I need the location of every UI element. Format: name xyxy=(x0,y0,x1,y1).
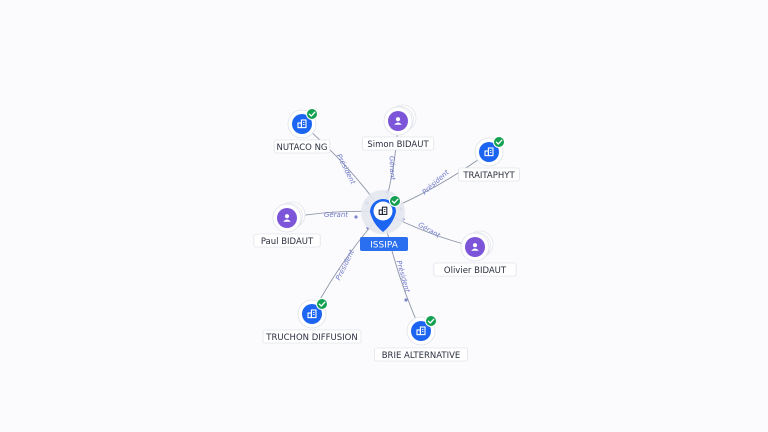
verified-check-icon xyxy=(316,298,328,310)
node-label-traitaphyt: TRAITAPHYT xyxy=(458,167,520,182)
center-label: ISSIPA xyxy=(360,237,408,251)
node-center-issipa[interactable] xyxy=(361,190,405,234)
node-label-brie-alternative-text: BRIE ALTERNATIVE xyxy=(382,351,461,361)
nodes-layer: NUTACO NG Simon BIDAUT TRAITAPHYT Paul BIDA… xyxy=(253,104,520,362)
node-label-simon-bidaut: Simon BIDAUT xyxy=(361,136,435,151)
person-icon xyxy=(283,214,291,222)
verified-check-icon xyxy=(306,108,318,120)
node-label-traitaphyt-text: TRAITAPHYT xyxy=(462,171,515,181)
node-olivier-bidaut[interactable] xyxy=(460,230,494,262)
node-label-nutaco-ng: NUTACO NG xyxy=(273,139,331,154)
building-icon xyxy=(378,206,388,215)
edge-arrow xyxy=(354,215,358,219)
node-label-olivier-bidaut-text: Olivier BIDAUT xyxy=(444,266,507,276)
node-label-olivier-bidaut: Olivier BIDAUT xyxy=(433,262,517,277)
node-label-brie-alternative: BRIE ALTERNATIVE xyxy=(374,347,468,362)
edge-label-paul-bidaut: Gérant xyxy=(324,211,348,219)
building-icon xyxy=(416,326,426,336)
node-label-nutaco-ng-text: NUTACO NG xyxy=(276,143,327,153)
person-icon xyxy=(471,243,479,251)
building-icon xyxy=(484,147,494,157)
verified-check-icon xyxy=(425,315,437,327)
edge-arrow xyxy=(404,298,408,302)
edge-label-simon-bidaut: Gérant xyxy=(388,156,397,181)
person-icon xyxy=(394,117,402,125)
node-truchon-diffusion[interactable] xyxy=(297,298,328,329)
node-nutaco-ng[interactable] xyxy=(287,108,318,139)
node-label-truchon-diffusion-text: TRUCHON DIFFUSION xyxy=(265,333,357,343)
building-icon xyxy=(297,119,307,129)
node-simon-bidaut[interactable] xyxy=(383,104,417,136)
center-label-text: ISSIPA xyxy=(370,241,399,251)
node-label-paul-bidaut-text: Paul BIDAUT xyxy=(261,237,314,247)
node-brie-alternative[interactable] xyxy=(406,315,437,346)
node-label-paul-bidaut: Paul BIDAUT xyxy=(253,233,321,248)
verified-check-icon xyxy=(493,136,505,148)
node-traitaphyt[interactable] xyxy=(474,136,505,167)
center-layer: ISSIPA xyxy=(360,190,408,251)
node-label-truchon-diffusion: TRUCHON DIFFUSION xyxy=(262,329,362,344)
verified-check-icon xyxy=(389,195,401,207)
node-paul-bidaut[interactable] xyxy=(272,201,306,233)
node-label-simon-bidaut-text: Simon BIDAUT xyxy=(367,140,429,150)
building-icon xyxy=(307,309,317,319)
